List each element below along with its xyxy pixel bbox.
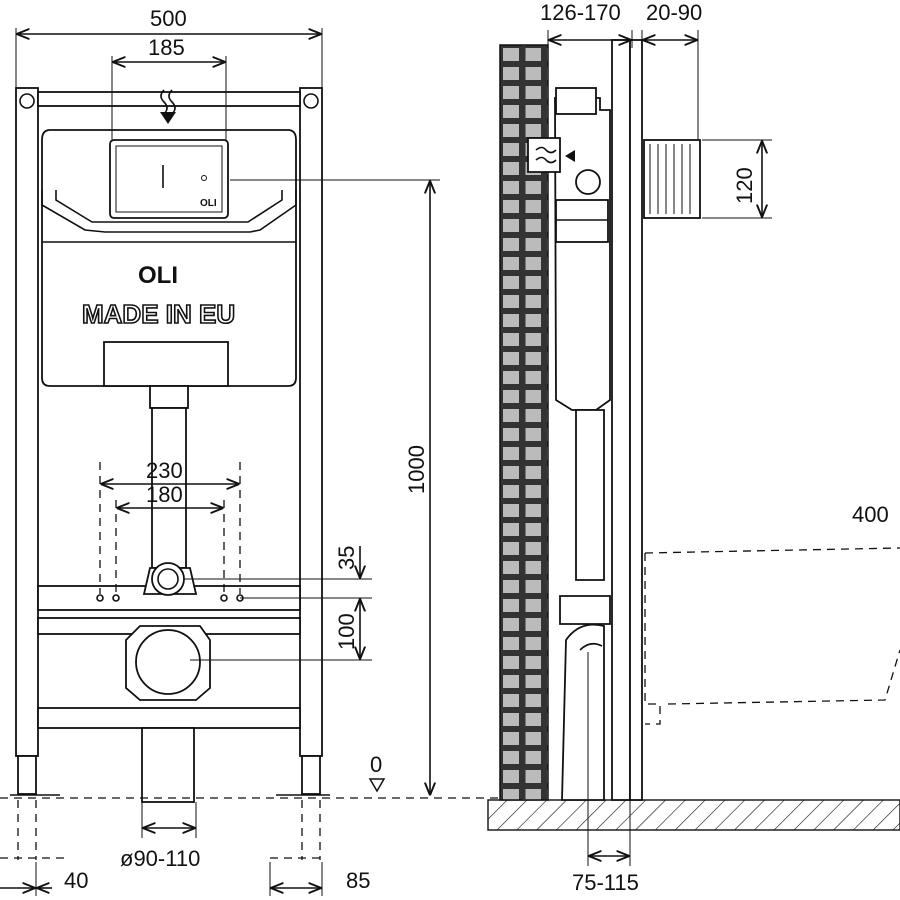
floor-slab <box>487 799 900 831</box>
brand-logo: OLI <box>138 262 178 289</box>
flush-button[interactable] <box>109 139 229 219</box>
dim-height: 1000 <box>404 445 429 494</box>
dim-panel-depth: 20-90 <box>646 0 702 25</box>
dim-inlet-height: 120 <box>732 167 757 204</box>
toilet-bowl <box>644 547 900 725</box>
cistern: OLI OLI MADE IN EU <box>41 89 297 387</box>
side-dimensions: 126-170 20-90 120 400 75-115 <box>540 0 889 895</box>
dim-foot-right: 85 <box>346 868 370 893</box>
front-view: OLI OLI MADE IN EU <box>0 6 500 896</box>
dim-bolt-inner: 180 <box>146 482 183 507</box>
button-logo: OLI <box>200 198 217 209</box>
dim-button-width: 185 <box>148 35 185 60</box>
dim-pipe-offset: 100 <box>334 613 359 650</box>
dim-base-depth: 75-115 <box>572 870 639 895</box>
dim-bowl-projection: 400 <box>852 502 889 527</box>
mount-holes <box>96 462 244 602</box>
flush-pipe <box>125 385 211 803</box>
frame <box>0 87 330 860</box>
brand-text: MADE IN EU <box>82 299 235 329</box>
dim-frame-width: 500 <box>150 6 187 31</box>
dim-zero: 0 <box>370 752 382 777</box>
dim-foot-left: 40 <box>64 868 88 893</box>
side-view: 126-170 20-90 120 400 75-115 <box>487 0 900 895</box>
cistern-profile <box>527 87 611 801</box>
dim-pipe-diameter: ø90-110 <box>120 846 200 871</box>
front-panel <box>611 39 631 801</box>
dim-upper-offset: 35 <box>334 546 359 570</box>
dim-bolt-outer: 230 <box>146 458 183 483</box>
front-dimensions: 500 185 230 180 1000 35 100 0 <box>0 6 440 896</box>
dim-wall-depth: 126-170 <box>540 0 621 25</box>
